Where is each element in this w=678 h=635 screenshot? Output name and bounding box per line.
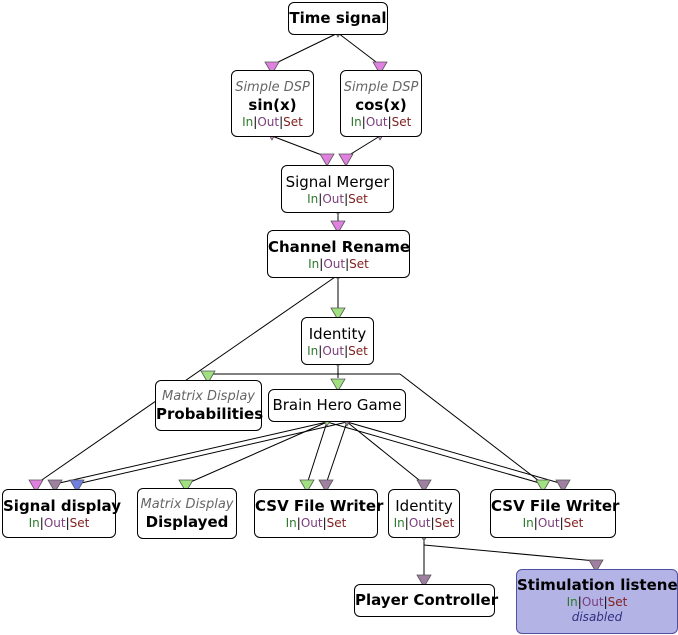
box-title: sin(x) <box>248 96 297 114</box>
input-pin[interactable] <box>372 61 388 75</box>
box-title: CSV File Writer <box>255 497 384 515</box>
box-title: cos(x) <box>355 96 407 114</box>
connection-line <box>346 421 425 485</box>
input-pin[interactable] <box>416 479 432 493</box>
box-brain-hero-game[interactable]: Brain Hero Game <box>268 389 406 422</box>
box-io-label: In|Out|Set <box>242 115 303 129</box>
disabled-label: disabled <box>571 610 623 624</box>
box-subtitle: Simple DSP <box>235 80 310 95</box>
box-title: Signal display <box>3 497 121 515</box>
box-signal-merger[interactable]: Signal Merger In|Out|Set <box>281 165 394 213</box>
connection-line <box>346 421 564 485</box>
box-title: Player Controller <box>355 591 499 609</box>
input-pin[interactable] <box>318 479 334 493</box>
input-pin[interactable] <box>416 574 432 588</box>
input-pin[interactable] <box>555 479 571 493</box>
input-pin[interactable] <box>47 479 63 493</box>
box-io-label: In|Out|Set <box>307 192 368 206</box>
box-title: Identity <box>308 325 367 343</box>
box-channel-rename[interactable]: Channel Rename In|Out|Set <box>267 230 410 278</box>
box-title: Displayed <box>145 513 229 531</box>
box-subtitle: Matrix Display <box>140 497 234 512</box>
box-title: Brain Hero Game <box>272 396 402 414</box>
connection-links <box>35 32 597 578</box>
connection-line <box>54 421 328 485</box>
box-title: Time signal <box>289 9 387 27</box>
box-io-label: In|Out|Set <box>393 516 455 530</box>
box-title: Channel Rename <box>268 238 411 256</box>
input-pin[interactable] <box>69 479 85 493</box>
box-io-label: In|Out|Set <box>566 595 628 609</box>
connection-line <box>325 421 348 485</box>
box-subtitle: Matrix Display <box>162 389 255 404</box>
input-pin[interactable] <box>535 479 551 493</box>
box-csv-file-writer-2[interactable]: CSV File Writer In|Out|Set <box>490 489 620 538</box>
box-probabilities[interactable]: Matrix Display Probabilities <box>155 380 264 431</box>
connection-line <box>423 544 597 562</box>
connection-line <box>326 421 544 485</box>
box-time-signal[interactable]: Time signal <box>288 2 388 35</box>
box-identity-bottom[interactable]: Identity In|Out|Set <box>388 489 460 538</box>
input-pin[interactable] <box>264 61 280 75</box>
box-io-label: In|Out|Set <box>522 516 584 530</box>
box-title: Identity <box>395 497 453 515</box>
box-identity-top[interactable]: Identity In|Out|Set <box>301 317 374 365</box>
box-cos[interactable]: Simple DSP cos(x) In|Out|Set <box>340 70 422 137</box>
input-pin[interactable] <box>200 370 216 384</box>
box-io-label: In|Out|Set <box>350 115 412 129</box>
box-signal-display[interactable]: Signal display In|Out|Set <box>2 489 121 538</box>
box-stimulation-listener[interactable]: Stimulation listener In|Out|Set disabled <box>516 569 678 634</box>
box-title: Signal Merger <box>285 173 390 191</box>
box-title: CSV File Writer <box>491 497 620 515</box>
box-player-controller[interactable]: Player Controller <box>354 584 499 617</box>
box-subtitle: Simple DSP <box>343 80 419 95</box>
box-csv-file-writer-1[interactable]: CSV File Writer In|Out|Set <box>254 489 384 538</box>
input-pin[interactable] <box>588 559 604 573</box>
input-pin[interactable] <box>330 220 346 234</box>
box-title: Stimulation listener <box>517 576 678 594</box>
box-displayed[interactable]: Matrix Display Displayed <box>137 488 237 539</box>
connection-line <box>399 373 544 485</box>
connection-line <box>337 32 381 66</box>
input-pin[interactable] <box>338 153 354 167</box>
input-pin[interactable] <box>319 153 335 167</box>
input-pin[interactable] <box>28 479 44 493</box>
input-pin[interactable] <box>299 479 315 493</box>
input-pin[interactable] <box>178 479 194 493</box>
box-io-label: In|Out|Set <box>285 516 347 530</box>
box-io-label: In|Out|Set <box>308 257 369 271</box>
connection-line <box>345 135 381 158</box>
input-pin[interactable] <box>330 378 346 392</box>
connection-line <box>35 274 339 485</box>
box-io-label: In|Out|Set <box>28 516 90 530</box>
box-sin[interactable]: Simple DSP sin(x) In|Out|Set <box>231 70 314 137</box>
box-io-label: In|Out|Set <box>307 344 368 358</box>
input-pin[interactable] <box>330 307 346 321</box>
connection-line <box>271 135 328 158</box>
box-title: Probabilities <box>156 405 264 423</box>
connection-line <box>271 32 339 66</box>
connection-line <box>76 421 348 485</box>
connection-line <box>306 421 328 485</box>
